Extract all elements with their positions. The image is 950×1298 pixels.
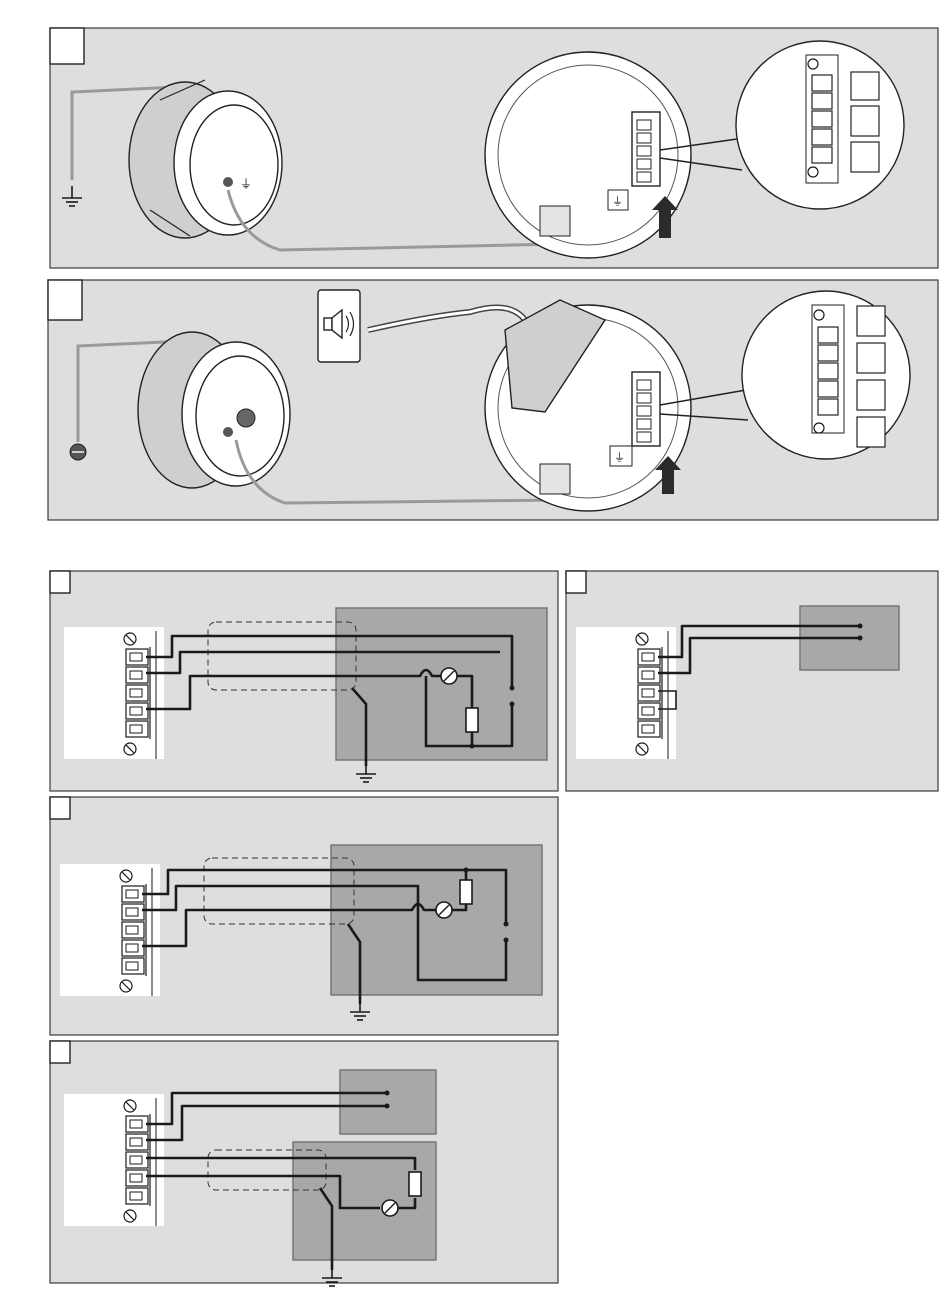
terminal-block-6 bbox=[122, 1094, 164, 1226]
label-box-3 bbox=[857, 380, 885, 410]
label-box-2 bbox=[851, 106, 879, 136]
panel-6-number-box bbox=[50, 1041, 70, 1063]
svg-text:⏚: ⏚ bbox=[614, 451, 625, 464]
panel-5 bbox=[50, 797, 558, 1035]
lamp-icon bbox=[382, 1200, 398, 1216]
device-box-3 bbox=[336, 608, 547, 760]
svg-text:⏚: ⏚ bbox=[240, 177, 252, 191]
panel-4 bbox=[566, 571, 938, 791]
protective-earth-icon bbox=[70, 444, 86, 460]
panel-2-number-box bbox=[48, 280, 82, 320]
resistor-icon bbox=[460, 880, 472, 904]
panel-5-number-box bbox=[50, 797, 70, 819]
panel-6 bbox=[50, 1041, 558, 1286]
label-box-3 bbox=[851, 142, 879, 172]
panel-3-number-box bbox=[50, 571, 70, 593]
panel-3 bbox=[50, 571, 558, 791]
resistor-icon bbox=[466, 708, 478, 732]
label-box-2 bbox=[857, 343, 885, 373]
svg-text:⏚: ⏚ bbox=[612, 195, 623, 208]
sounder-icon bbox=[318, 290, 360, 362]
switch-contact-icon bbox=[510, 686, 515, 691]
label-box-1 bbox=[857, 306, 885, 336]
lamp-icon bbox=[436, 902, 452, 918]
resistor-icon bbox=[409, 1172, 421, 1196]
label-box-4 bbox=[857, 417, 885, 447]
terminal-block-5 bbox=[118, 864, 160, 996]
panel-4-number-box bbox=[566, 571, 586, 593]
panel-1: ⏚ ⏚ bbox=[50, 28, 938, 268]
switch-contact-icon bbox=[504, 922, 509, 927]
lamp-icon bbox=[441, 668, 457, 684]
terminal-block-3 bbox=[122, 627, 164, 759]
device-box-5 bbox=[331, 845, 542, 995]
device-box-6a bbox=[340, 1070, 436, 1134]
terminal-block-4 bbox=[634, 627, 676, 759]
panel-1-number-box bbox=[50, 28, 84, 64]
label-box-1 bbox=[851, 72, 879, 100]
panel-2: ⏚ bbox=[48, 280, 938, 520]
